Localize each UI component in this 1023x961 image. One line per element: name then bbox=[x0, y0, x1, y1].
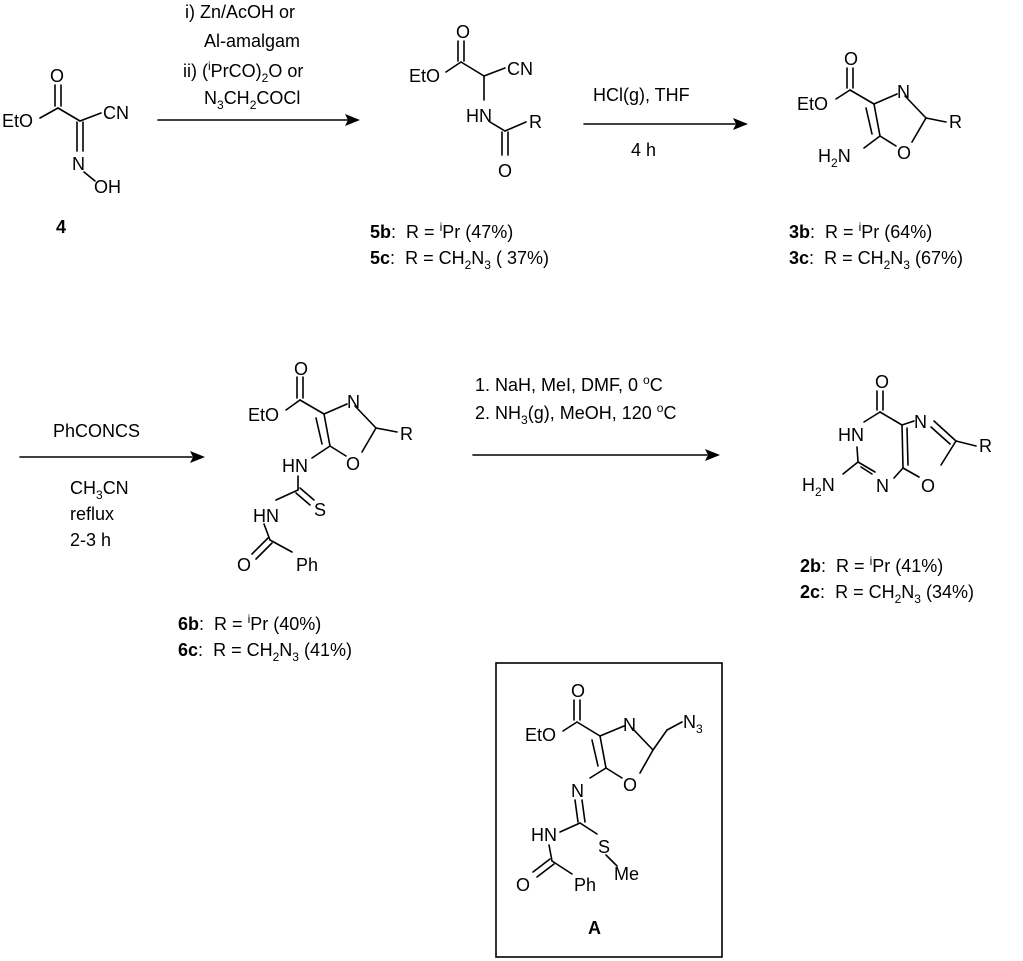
oxazole-oxygen: O bbox=[921, 476, 935, 496]
nitrile-group: CN bbox=[103, 103, 129, 123]
compound-label: 4 bbox=[56, 217, 66, 237]
reagent-line: N3CH2COCl bbox=[204, 88, 300, 112]
oxazole-oxygen: O bbox=[623, 775, 637, 795]
oxime-hydroxyl: OH bbox=[94, 177, 121, 197]
amide-nh: HN bbox=[253, 506, 279, 526]
oxazole-nitrogen: N bbox=[897, 82, 910, 102]
result-line: 3b: R = iPr (64%) bbox=[789, 220, 932, 242]
compound-a-box: O EtO N N3 O N HN S Me O Ph A bbox=[495, 662, 723, 958]
ethoxy-group: EtO bbox=[409, 66, 440, 86]
reagent-line: 4 h bbox=[631, 140, 656, 160]
compound-5: O EtO CN HN R O 5b: R = iPr (47%) 5c: R … bbox=[370, 22, 549, 272]
reagent-line: HCl(g), THF bbox=[593, 85, 690, 105]
ring-nh: HN bbox=[838, 425, 864, 445]
thioether-sulfur: S bbox=[598, 837, 610, 857]
ethoxy-group: EtO bbox=[2, 111, 33, 131]
oxazole-oxygen: O bbox=[897, 143, 911, 163]
reagent-line: i) Zn/AcOH or bbox=[185, 2, 295, 22]
r-group: R bbox=[949, 112, 962, 132]
result-line: 2c: R = CH2N3 (34%) bbox=[800, 582, 974, 606]
thione-sulfur: S bbox=[314, 500, 326, 520]
ethoxy-group: EtO bbox=[248, 405, 279, 425]
phenyl-group: Ph bbox=[296, 555, 318, 575]
nitrile-group: CN bbox=[507, 59, 533, 79]
compound-6: O EtO N R O HN HN S O Ph 6b: R = iPr (40… bbox=[178, 359, 413, 664]
carbonyl-oxygen: O bbox=[571, 681, 585, 701]
carbonyl-oxygen: O bbox=[456, 22, 470, 42]
imine-nitrogen: N bbox=[571, 781, 584, 801]
benzoyl-oxygen: O bbox=[237, 555, 251, 575]
amide-oxygen: O bbox=[498, 161, 512, 181]
step-3: PhCONCS CH3CN reflux 2-3 h bbox=[19, 421, 205, 550]
compound-3: O EtO N R O H2N 3b: R = iPr (64%) 3c: R … bbox=[789, 49, 963, 272]
reagent-line: ii) (iPrCO)2O or bbox=[183, 59, 303, 85]
thiourea-nh: HN bbox=[282, 456, 308, 476]
phenyl-group: Ph bbox=[574, 875, 596, 895]
step-1: i) Zn/AcOH or Al-amalgam ii) (iPrCO)2O o… bbox=[157, 2, 360, 126]
result-line: 5b: R = iPr (47%) bbox=[370, 220, 513, 242]
step-4: 1. NaH, MeI, DMF, 0 oC 2. NH3(g), MeOH, … bbox=[472, 373, 720, 461]
carbonyl-oxygen: O bbox=[50, 66, 64, 86]
reagent-line: Al-amalgam bbox=[204, 31, 300, 51]
oxazole-nitrogen: N bbox=[623, 715, 636, 735]
result-line: 2b: R = iPr (41%) bbox=[800, 554, 943, 576]
carbonyl-oxygen: O bbox=[294, 359, 308, 379]
methyl-group: Me bbox=[614, 864, 639, 884]
step-2: HCl(g), THF 4 h bbox=[583, 85, 748, 160]
amino-group: H2N bbox=[802, 475, 835, 499]
reagent-line: 1. NaH, MeI, DMF, 0 oC bbox=[475, 373, 663, 395]
amino-group: H2N bbox=[818, 146, 851, 170]
reagent-line: reflux bbox=[70, 504, 114, 524]
ethoxy-group: EtO bbox=[797, 94, 828, 114]
carbonyl-oxygen: O bbox=[875, 372, 889, 392]
pyrimidine-nitrogen: N bbox=[876, 476, 889, 496]
oxazole-nitrogen: N bbox=[347, 392, 360, 412]
azide-group: N3 bbox=[683, 712, 703, 736]
compound-label: A bbox=[588, 918, 601, 938]
result-line: 6c: R = CH2N3 (41%) bbox=[178, 640, 352, 664]
carbonyl-oxygen: O bbox=[844, 49, 858, 69]
r-group: R bbox=[400, 424, 413, 444]
r-group: R bbox=[979, 436, 992, 456]
ethoxy-group: EtO bbox=[525, 725, 556, 745]
result-line: 6b: R = iPr (40%) bbox=[178, 612, 321, 634]
result-line: 5c: R = CH2N3 ( 37%) bbox=[370, 248, 549, 272]
reagent-line: CH3CN bbox=[70, 478, 129, 502]
r-group: R bbox=[529, 112, 542, 132]
reagent-line: PhCONCS bbox=[53, 421, 140, 441]
amide-nh: HN bbox=[531, 825, 557, 845]
compound-4: O EtO CN N OH 4 bbox=[2, 66, 129, 237]
reagent-line: 2. NH3(g), MeOH, 120 oC bbox=[475, 401, 676, 427]
oxime-nitrogen: N bbox=[72, 154, 85, 174]
oxazole-oxygen: O bbox=[346, 454, 360, 474]
amide-nh: HN bbox=[466, 106, 492, 126]
benzoyl-oxygen: O bbox=[516, 875, 530, 895]
result-line: 3c: R = CH2N3 (67%) bbox=[789, 248, 963, 272]
oxazole-nitrogen: N bbox=[914, 412, 927, 432]
compound-2: O HN N R N O H2N 2b: R = iPr (41%) 2c: R… bbox=[800, 372, 992, 606]
reagent-line: 2-3 h bbox=[70, 530, 111, 550]
